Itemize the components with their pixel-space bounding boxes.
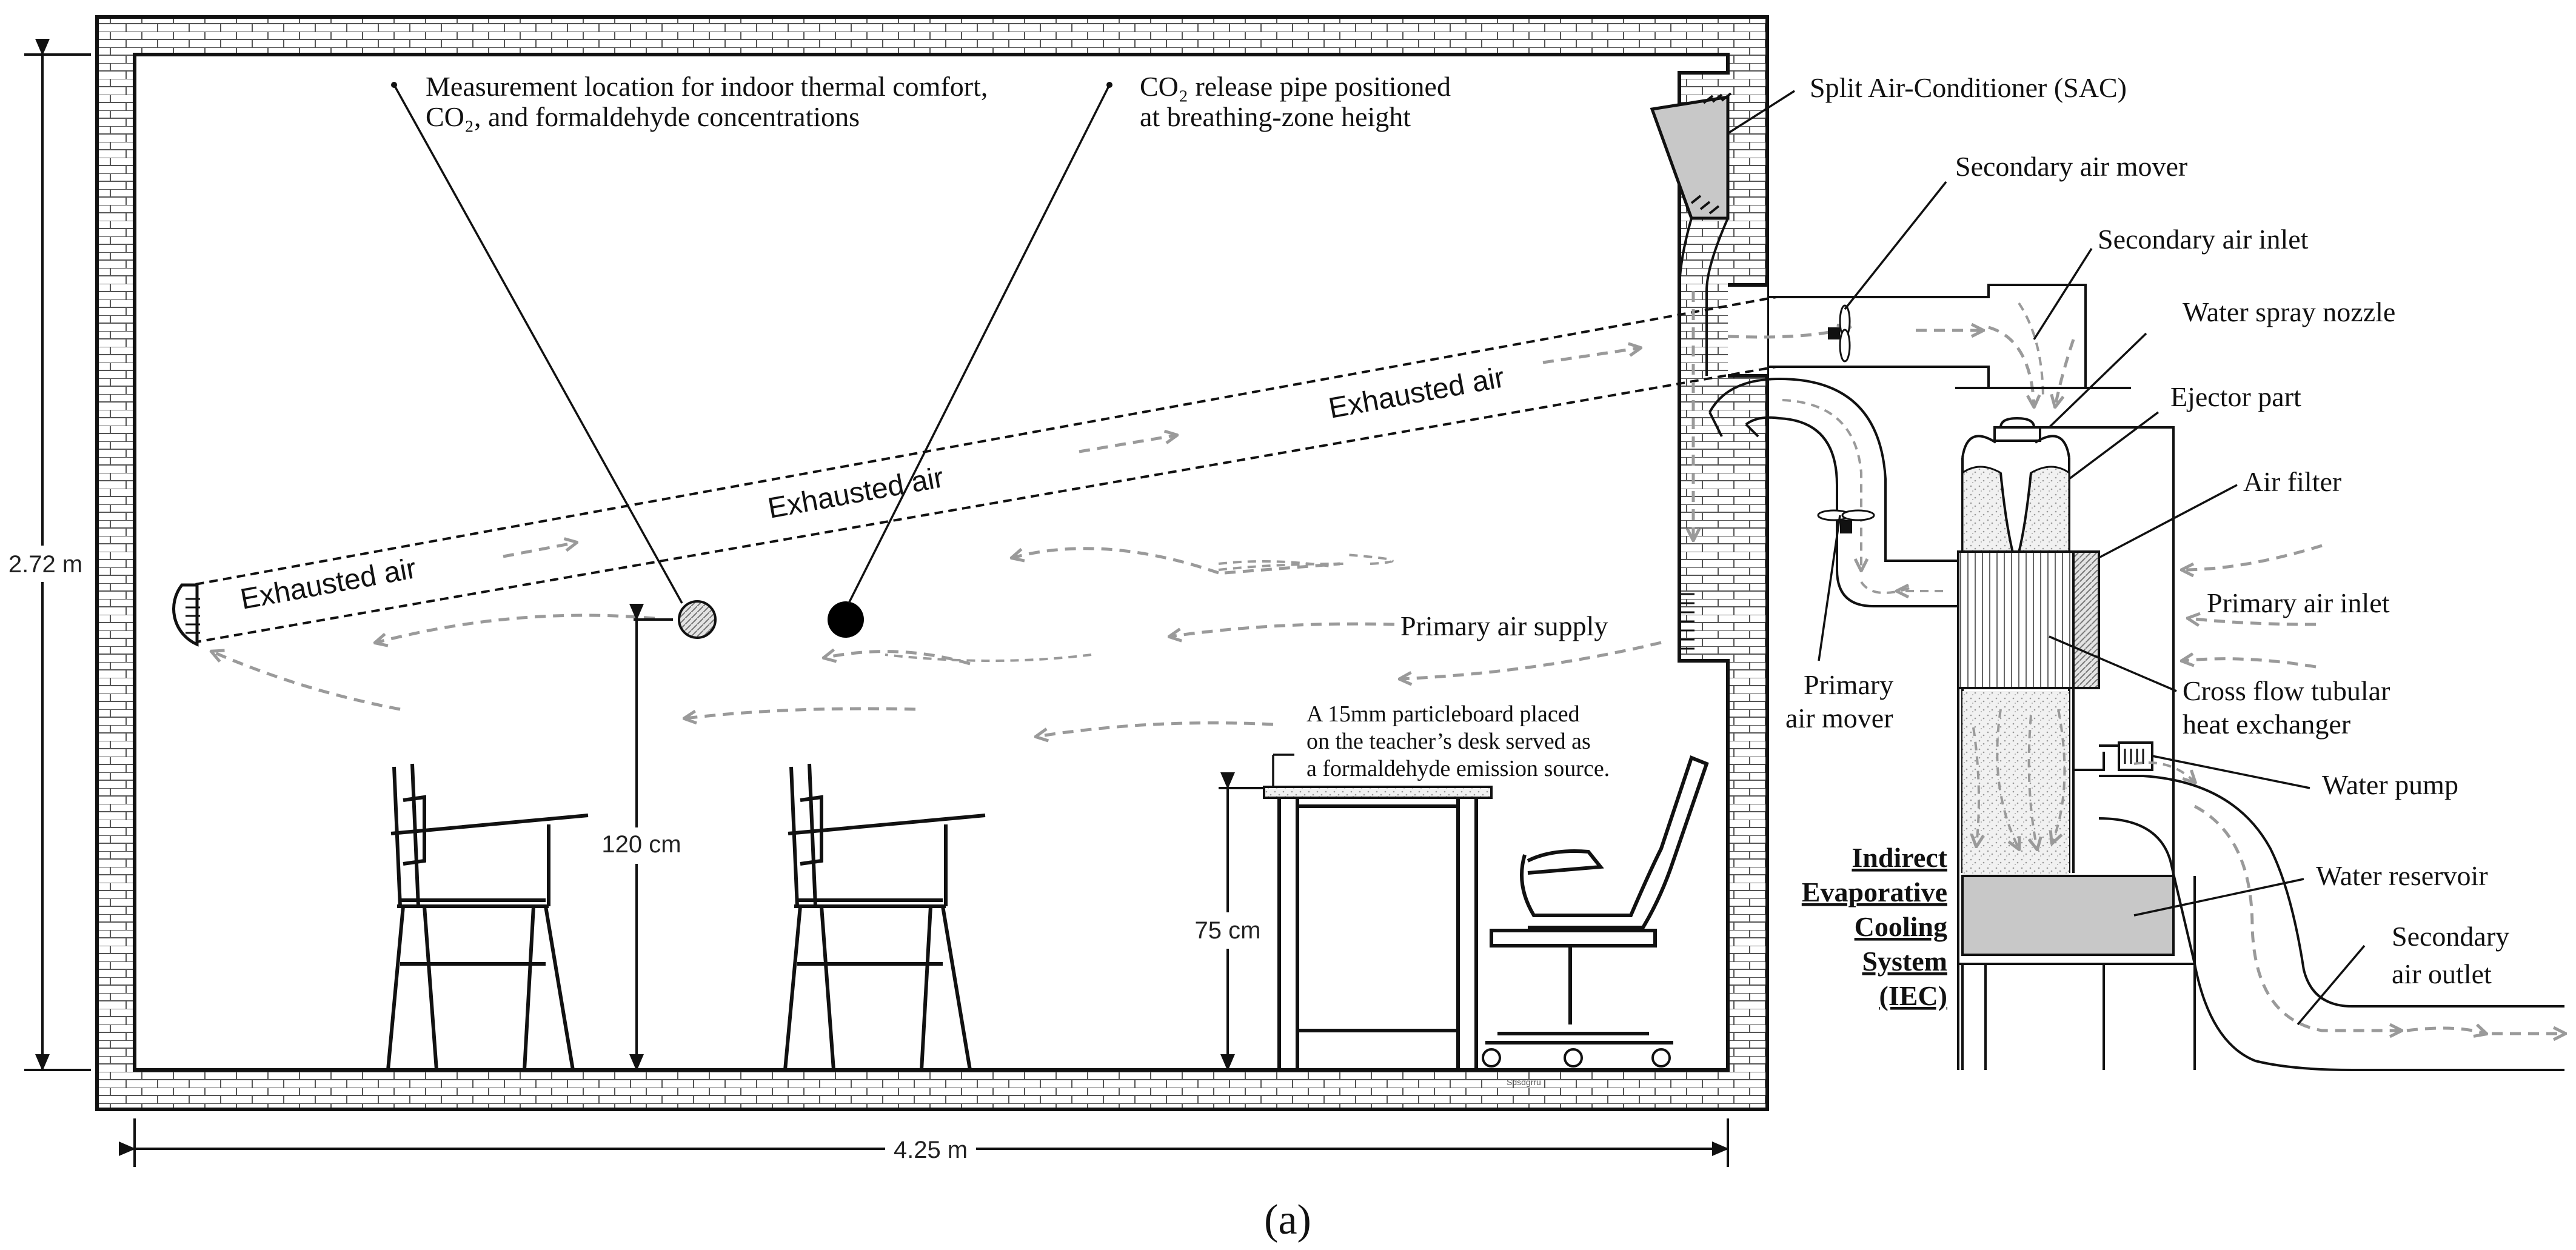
exhausted-air-label-1: Exhausted air <box>238 552 418 616</box>
room-height-label: 2.72 m <box>8 551 82 578</box>
measurement-label-line2: CO₂, and formaldehyde concentrations <box>426 101 860 132</box>
teacher-chair: Sdsdgrru <box>1482 755 1709 1087</box>
secondary-air-outlet-label-line1: Secondary <box>2392 921 2509 952</box>
split-air-conditioner: Split Air-Conditioner (SAC) Primary air … <box>1400 72 2127 661</box>
secondary-air-inlet-label: Secondary air inlet <box>2098 224 2309 255</box>
cross-flow-label-line1: Cross flow tubular <box>2183 675 2390 706</box>
sac-label: Split Air-Conditioner (SAC) <box>1810 72 2127 103</box>
iec-label-line5: (IEC) <box>1879 980 1947 1011</box>
measure-height-label: 120 cm <box>601 831 681 858</box>
student-chair-left <box>386 763 589 1071</box>
room-walls <box>95 15 1769 1111</box>
iec-label-line2: Evaporative <box>1802 877 1947 907</box>
co2-label-line1: CO₂ release pipe positioned <box>1140 71 1451 102</box>
particleboard-label-line1: A 15mm particleboard placed <box>1306 701 1580 727</box>
iec-label-line1: Indirect <box>1852 842 1947 873</box>
secondary-fan-icon <box>1828 304 1851 363</box>
iec-label-line3: Cooling <box>1855 911 1947 942</box>
measurement-sensor: Measurement location for indoor thermal … <box>391 71 988 639</box>
drawing-signature: Sdsdgrru <box>1507 1077 1541 1087</box>
cross-flow-label-line2: heat exchanger <box>2183 709 2350 740</box>
water-pump-label: Water pump <box>2322 769 2458 800</box>
primary-air-mover-label-line1: Primary <box>1804 669 1893 700</box>
co2-release-pipe: CO₂ release pipe positioned at breathing… <box>828 71 1451 638</box>
primary-air-mover-label-line2: air mover <box>1785 703 1893 734</box>
secondary-air-mover-label: Secondary air mover <box>1955 151 2187 182</box>
measurement-label-line1: Measurement location for indoor thermal … <box>426 71 988 102</box>
figure-caption: (a) <box>1264 1197 1311 1243</box>
particleboard-label-line2: on the teacher’s desk served as <box>1306 729 1591 754</box>
room-height-dimension: 2.72 m <box>0 39 91 1071</box>
room-width-dimension: 4.25 m <box>119 1118 1729 1167</box>
exhaust-duct: Exhausted air Exhausted air Exhausted ai… <box>172 296 1777 647</box>
water-spray-nozzle-label: Water spray nozzle <box>2183 296 2395 327</box>
exhausted-air-label-3: Exhausted air <box>1326 361 1507 425</box>
desk-height-dimension: 75 cm <box>1185 772 1270 1071</box>
primary-air-supply-label: Primary air supply <box>1400 610 1608 641</box>
iec-unit: Secondary air mover Secondary air inlet … <box>1708 151 2564 1071</box>
particleboard-label-line3: a formaldehyde emission source. <box>1306 756 1610 781</box>
co2-label-line2: at breathing-zone height <box>1140 101 1411 132</box>
measure-height-dimension: 120 cm <box>597 604 688 1071</box>
ejector-part-label: Ejector part <box>2170 381 2301 412</box>
primary-fan-icon <box>1817 509 1875 533</box>
desk-height-label: 75 cm <box>1195 917 1261 944</box>
exhausted-air-label-2: Exhausted air <box>765 461 946 525</box>
secondary-air-outlet-label-line2: air outlet <box>2392 958 2492 989</box>
teacher-desk: A 15mm particleboard placed on the teach… <box>1263 701 1610 1070</box>
room-airflow-arrows <box>212 547 1662 737</box>
water-reservoir-label: Water reservoir <box>2316 860 2488 891</box>
student-chair-right <box>783 763 986 1071</box>
room-width-label: 4.25 m <box>894 1137 968 1163</box>
primary-air-inlet-label: Primary air inlet <box>2207 587 2390 618</box>
iec-label-line4: System <box>1862 946 1947 977</box>
air-filter-label: Air filter <box>2243 466 2341 497</box>
